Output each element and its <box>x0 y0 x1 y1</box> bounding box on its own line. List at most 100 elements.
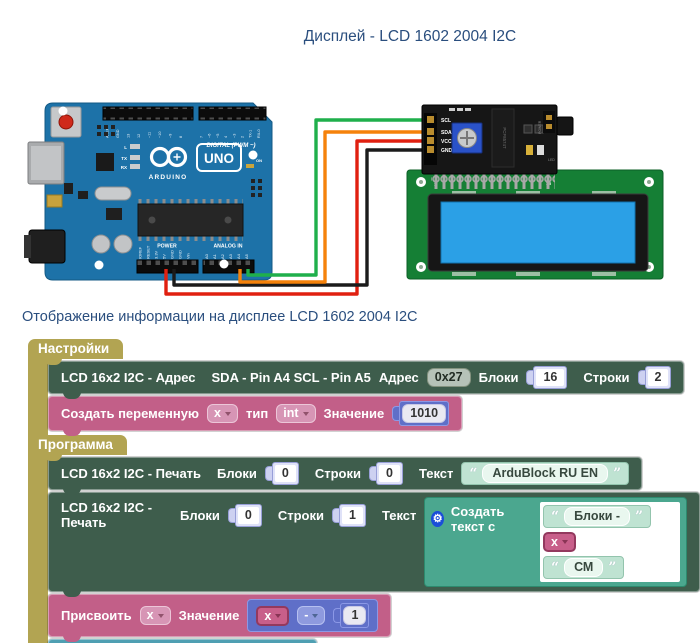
block-lcd-print-1[interactable]: LCD 16x2 I2C - Печать Блоки 0 Строки 0 Т… <box>48 457 643 495</box>
svg-text:Vin: Vin <box>186 253 191 259</box>
arduino-brand: ARDUINO <box>149 174 188 181</box>
join-item-3[interactable]: СМ <box>564 558 604 577</box>
cols-label: Блоки <box>478 370 519 385</box>
digital-header-right <box>198 106 267 121</box>
var-init-value[interactable]: 1010 <box>402 404 447 423</box>
hole-center <box>419 180 423 184</box>
pcb-pad <box>592 191 616 195</box>
cols-value[interactable]: 0 <box>237 506 259 524</box>
power-jack <box>28 229 66 264</box>
rows-socket[interactable]: 2 <box>637 366 672 389</box>
led-tx-label: TX <box>121 156 127 161</box>
block-lcd-init[interactable]: LCD 16x2 I2C - Адрес SDA - Pin A4 SCL - … <box>48 361 685 399</box>
led-rx-label: RX <box>121 165 127 170</box>
operator-dropdown[interactable]: - <box>297 606 326 625</box>
atmega-legs-bottom <box>138 236 243 241</box>
assign-var-dropdown[interactable]: x <box>139 606 171 625</box>
svg-text:VCC: VCC <box>441 139 452 145</box>
variable-block-x[interactable]: x <box>256 605 290 626</box>
cols-socket[interactable]: 0 <box>264 462 299 485</box>
value-socket[interactable]: 1010 <box>392 401 450 426</box>
led-tx <box>130 155 140 160</box>
cols-socket[interactable]: 0 <box>227 503 262 527</box>
chevron-down-icon <box>157 613 164 618</box>
svg-text:~3: ~3 <box>232 134 236 138</box>
chevron-down-icon <box>302 411 309 416</box>
rows-value[interactable]: 1 <box>342 506 363 524</box>
block-lcd-print-2[interactable]: LCD 16x2 I2C - Печать Блоки 0 Строки 1 Т… <box>48 492 700 597</box>
pcb-pad <box>516 191 540 195</box>
gear-icon[interactable]: ⚙ <box>431 511 444 527</box>
svg-text:TX-1: TX-1 <box>249 130 253 138</box>
expr-left: x <box>264 608 272 623</box>
tab-settings[interactable]: Настройки <box>28 339 124 365</box>
rows-value[interactable]: 0 <box>379 465 400 482</box>
chip-dot <box>224 216 232 224</box>
power-jack-front <box>24 235 31 258</box>
socket-box: 0 <box>271 462 299 485</box>
text-value[interactable]: ArduBlock RU EN <box>482 464 609 483</box>
svg-text:2: 2 <box>241 136 245 138</box>
pins-label: SDA - Pin A4 SCL - Pin A5 <box>211 370 371 385</box>
text-block[interactable]: “ Блоки - ” <box>543 505 652 528</box>
small-ic <box>106 208 122 220</box>
var-name-dropdown[interactable]: x <box>207 404 238 423</box>
rows-value[interactable]: 2 <box>647 369 669 386</box>
join-item-2: x <box>551 535 558 549</box>
expr-right[interactable]: 1 <box>343 606 367 625</box>
variable-block-x[interactable]: x <box>543 532 576 552</box>
var-name-value: x <box>214 406 221 420</box>
text-block[interactable]: “ ArduBlock RU EN ” <box>461 462 630 485</box>
polyfuse <box>46 194 63 208</box>
page-title: Дисплей - LCD 1602 2004 I2C <box>303 28 517 45</box>
chip-dot <box>148 216 156 224</box>
svg-text:IOREF: IOREF <box>138 246 143 259</box>
socket-tab <box>637 370 646 385</box>
cols-value[interactable]: 16 <box>536 369 565 386</box>
join-item-1[interactable]: Блоки - <box>564 507 631 526</box>
socket-box: 16 <box>533 366 568 389</box>
socket-tab <box>369 466 377 481</box>
block-create-variable[interactable]: Создать переменную x тип int Значение 10… <box>48 396 463 436</box>
text-label: Текст <box>381 507 417 523</box>
socket-box: 0 <box>376 462 403 485</box>
page: Дисплей - LCD 1602 2004 I2C <box>0 28 700 643</box>
address-value[interactable]: 0x27 <box>426 368 471 387</box>
pcb-pad <box>452 272 476 276</box>
quote-close: ” <box>613 465 622 482</box>
var-type-value: int <box>283 406 299 420</box>
jumper-pin <box>546 115 552 120</box>
text-block[interactable]: “ СМ ” <box>543 556 625 579</box>
block-delay[interactable]: Задержка 300 миллисекунды <box>48 639 318 643</box>
operator-value: - <box>304 608 309 622</box>
socket-tab <box>332 507 340 523</box>
tab-program[interactable]: Программа <box>28 435 127 461</box>
block-label: Присвоить <box>61 608 132 623</box>
expr-right-socket[interactable]: 1 <box>333 603 370 628</box>
var-type-dropdown[interactable]: int <box>276 404 316 423</box>
module-pin <box>427 128 434 135</box>
wire-vcc <box>164 139 425 296</box>
cols-value[interactable]: 0 <box>274 465 296 482</box>
block-assign[interactable]: Присвоить x Значение x - 1 <box>48 594 392 642</box>
rows-socket[interactable]: 1 <box>332 503 366 527</box>
program-frame-spine <box>28 347 48 643</box>
led-l <box>130 144 140 149</box>
cols-socket[interactable]: 16 <box>526 366 568 389</box>
create-text-slots: “ Блоки - ” x “ СМ ” <box>540 502 680 582</box>
rows-socket[interactable]: 0 <box>369 462 403 485</box>
block-create-text[interactable]: ⚙ Создать текст с “ Блоки - ” x <box>424 497 687 587</box>
mounting-hole <box>94 260 104 270</box>
svg-text:~11: ~11 <box>148 132 152 138</box>
address-label: Адрес <box>378 370 419 385</box>
svg-text:A4: A4 <box>236 253 241 259</box>
socket-box: 0 <box>234 503 262 527</box>
digital-header-left <box>102 106 194 121</box>
expression-block[interactable]: x - 1 <box>247 599 379 632</box>
hole-center <box>419 265 423 269</box>
svg-text:GND: GND <box>170 250 175 259</box>
